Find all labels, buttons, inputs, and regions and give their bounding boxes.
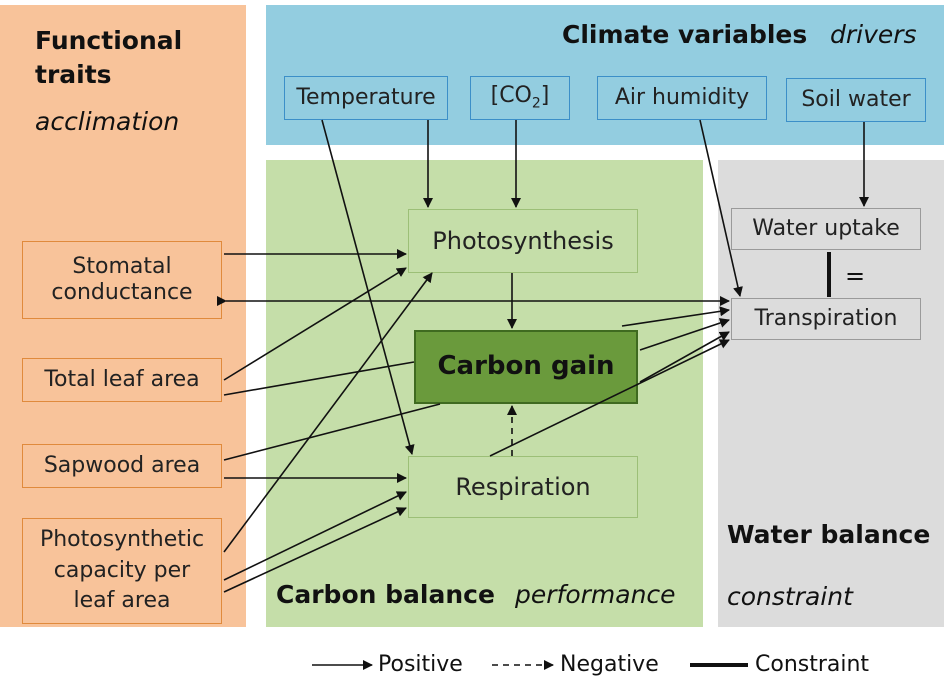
temperature-node: Temperature xyxy=(284,76,448,120)
total-leaf-area-label: Total leaf area xyxy=(44,366,200,392)
transpiration-node: Transpiration xyxy=(731,298,921,340)
functional-traits-subtitle: acclimation xyxy=(35,107,180,136)
carbon-balance-subtitle: performance xyxy=(515,580,676,609)
water-uptake-node: Water uptake xyxy=(731,208,921,250)
stomatal-conductance-label: Stomatal conductance xyxy=(51,253,193,305)
sapwood-area-label: Sapwood area xyxy=(43,452,201,478)
photosynthetic-capacity-node: Photosynthetic capacity per leaf area xyxy=(22,518,222,624)
line-sapwood-carbongain xyxy=(223,403,441,461)
arrow-respiration-transpiration xyxy=(489,339,730,457)
photosynthesis-label: Photosynthesis xyxy=(432,226,614,255)
legend-positive-label: Positive xyxy=(378,652,463,677)
co2-label: [CO2] xyxy=(490,83,550,112)
respiration-node: Respiration xyxy=(408,456,638,518)
air-humidity-label: Air humidity xyxy=(614,84,750,110)
arrow-capacity-respiration-1 xyxy=(223,491,407,581)
arrow-carbongain-transpiration xyxy=(639,318,730,351)
stomatal-conductance-node: Stomatal conductance xyxy=(22,241,222,319)
legend-negative-label: Negative xyxy=(560,652,659,677)
carbon-balance-title: Carbon balance xyxy=(276,580,495,609)
arrow-capacity-photosynthesis xyxy=(223,272,433,553)
transpiration-label: Transpiration xyxy=(754,305,898,331)
legend-constraint-label: Constraint xyxy=(755,652,870,677)
carbon-gain-node: Carbon gain xyxy=(414,330,638,404)
photosynthetic-capacity-label: Photosynthetic capacity per leaf area xyxy=(39,526,205,614)
carbon-gain-label: Carbon gain xyxy=(437,351,615,382)
line-leafarea-carbongain xyxy=(223,361,415,396)
climate-variables-subtitle: drivers xyxy=(830,20,917,49)
arrow-capacity-respiration-2 xyxy=(223,507,407,593)
sapwood-area-node: Sapwood area xyxy=(22,444,222,488)
arrow-carbongain-transpiration-2 xyxy=(639,331,730,383)
water-uptake-label: Water uptake xyxy=(752,215,900,241)
functional-traits-title: Functional traits xyxy=(35,26,183,89)
arrow-humidity-transpiration xyxy=(699,119,743,297)
arrow-photosynthesis-transpiration xyxy=(621,306,730,327)
climate-variables-title: Climate variables xyxy=(562,20,808,49)
arrow-leafarea-photosynthesis xyxy=(223,267,407,381)
temperature-label: Temperature xyxy=(296,84,436,110)
water-balance-subtitle: constraint xyxy=(727,582,853,611)
soil-water-label: Soil water xyxy=(801,86,911,112)
equals-sign: = xyxy=(845,262,866,290)
soil-water-node: Soil water xyxy=(786,78,926,122)
water-balance-title: Water balance xyxy=(727,520,931,549)
photosynthesis-node: Photosynthesis xyxy=(408,209,638,273)
total-leaf-area-node: Total leaf area xyxy=(22,358,222,402)
respiration-label: Respiration xyxy=(455,472,591,501)
air-humidity-node: Air humidity xyxy=(597,76,767,120)
arrow-temperature-respiration xyxy=(321,119,415,455)
co2-node: [CO2] xyxy=(470,76,570,120)
